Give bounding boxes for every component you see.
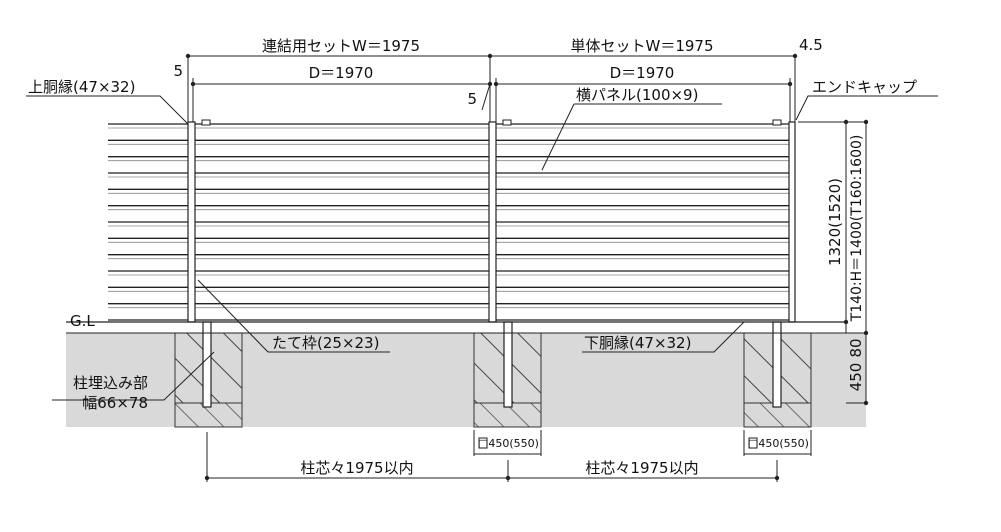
post-middle bbox=[488, 121, 497, 323]
label-foundation-left: □450(550) bbox=[478, 437, 539, 450]
label-pitch-left: 柱芯々1975以内 bbox=[300, 459, 413, 477]
label-height-main: 1320(1520) bbox=[826, 178, 844, 266]
label-d-left: D＝1970 bbox=[309, 64, 374, 82]
post-left bbox=[187, 121, 196, 323]
post-embed-right bbox=[772, 321, 782, 408]
label-haba: 幅66×78 bbox=[82, 394, 148, 412]
label-height-alt: T140:H＝1400(T160:1600) bbox=[849, 135, 865, 323]
label-kami-dobuchi: 上胴縁(47×32) bbox=[28, 78, 135, 96]
label-gap-mid: 5 bbox=[467, 90, 477, 108]
post-embed-middle bbox=[503, 321, 513, 408]
label-end-cap: エンドキャップ bbox=[812, 78, 917, 96]
label-gl: G.L bbox=[70, 312, 95, 330]
label-gap-right: 4.5 bbox=[799, 36, 823, 54]
label-hashira-umekomi: 柱埋込み部 bbox=[73, 374, 148, 392]
label-tate-waku: たて枠(25×23) bbox=[272, 334, 379, 352]
fence-slats bbox=[108, 123, 795, 321]
label-d-right: D＝1970 bbox=[610, 64, 675, 82]
label-renketsu-set: 連結用セットW＝1975 bbox=[262, 37, 420, 55]
label-yoko-panel: 横パネル(100×9) bbox=[576, 86, 698, 104]
label-dim-450: 450 bbox=[847, 363, 865, 392]
label-foundation-right: □450(550) bbox=[748, 437, 809, 450]
post-embed-left bbox=[202, 321, 212, 408]
label-shimo-dobuchi: 下胴縁(47×32) bbox=[584, 334, 691, 352]
label-dim-80: 80 bbox=[847, 338, 865, 357]
label-gap-left: 5 bbox=[173, 62, 183, 80]
label-pitch-right: 柱芯々1975以内 bbox=[585, 459, 698, 477]
label-tantai-set: 単体セットW＝1975 bbox=[570, 37, 713, 55]
end-cap-post bbox=[788, 121, 796, 323]
